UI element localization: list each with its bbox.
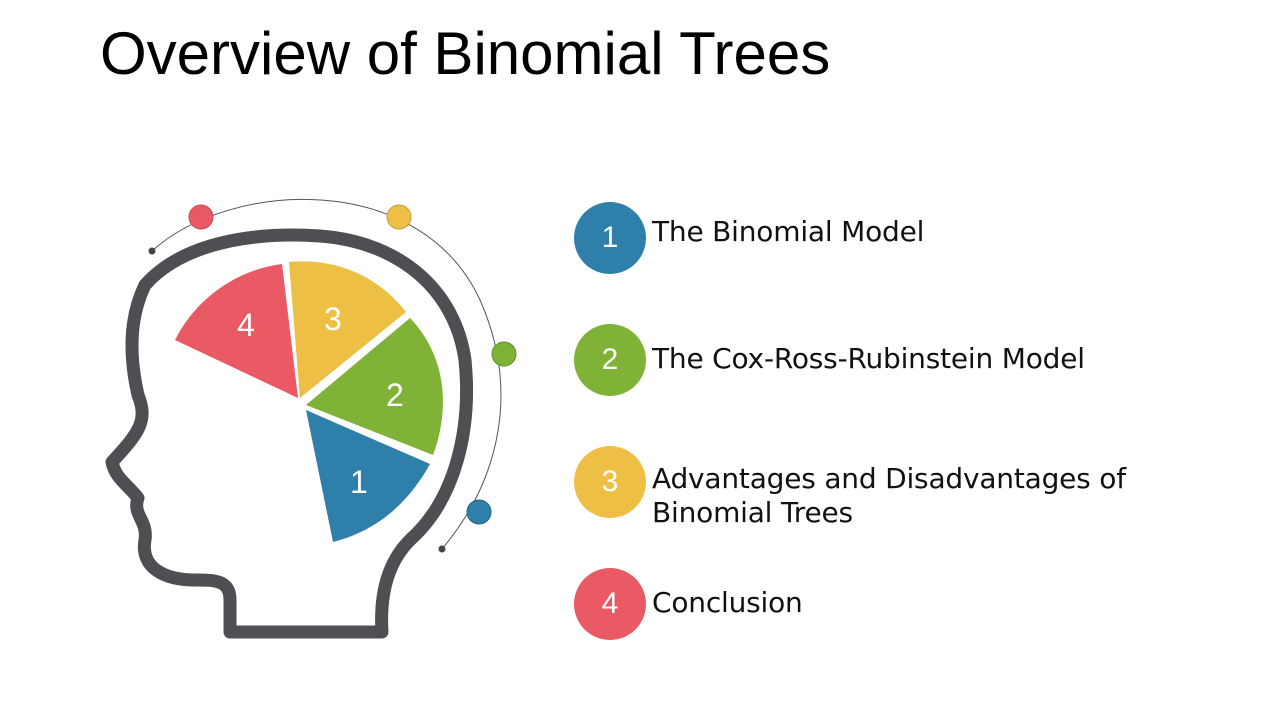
arc-end-dot-top	[148, 247, 156, 255]
outer-arc	[151, 199, 502, 550]
item-label: The Binomial Model	[652, 215, 925, 248]
segment-2-number: 2	[386, 377, 404, 413]
list-item: 3 Advantages and Disadvantages of Binomi…	[574, 446, 1242, 530]
list-item: 2 The Cox-Ross-Rubinstein Model	[574, 324, 1242, 396]
arc-dot-yellow	[386, 204, 412, 230]
segment-3	[289, 261, 406, 398]
segment-1-number: 1	[350, 464, 368, 500]
slide-title: Overview of Binomial Trees	[100, 20, 831, 87]
arc-dot-red	[188, 204, 214, 230]
number-badge: 2	[574, 324, 646, 396]
segment-4	[175, 264, 298, 398]
arc-end-dot-bottom	[438, 545, 446, 553]
head-outline	[105, 228, 474, 639]
item-label: Conclusion	[652, 586, 803, 619]
item-label: Advantages and Disadvantages of Binomial…	[652, 462, 1126, 529]
segment-2	[306, 318, 443, 455]
number-badge: 4	[574, 568, 646, 640]
arc-dot-green	[491, 341, 517, 367]
segment-1	[306, 410, 430, 542]
list-item: 1 The Binomial Model	[574, 202, 1242, 274]
head-diagram: 1 2 3 4	[105, 199, 517, 639]
arc-dot-blue	[466, 499, 492, 525]
item-label: The Cox-Ross-Rubinstein Model	[652, 342, 1085, 375]
segment-3-number: 3	[324, 301, 342, 337]
number-badge: 1	[574, 202, 646, 274]
segment-4-number: 4	[237, 307, 255, 343]
number-badge: 3	[574, 446, 646, 518]
list-item: 4 Conclusion	[574, 568, 1242, 640]
